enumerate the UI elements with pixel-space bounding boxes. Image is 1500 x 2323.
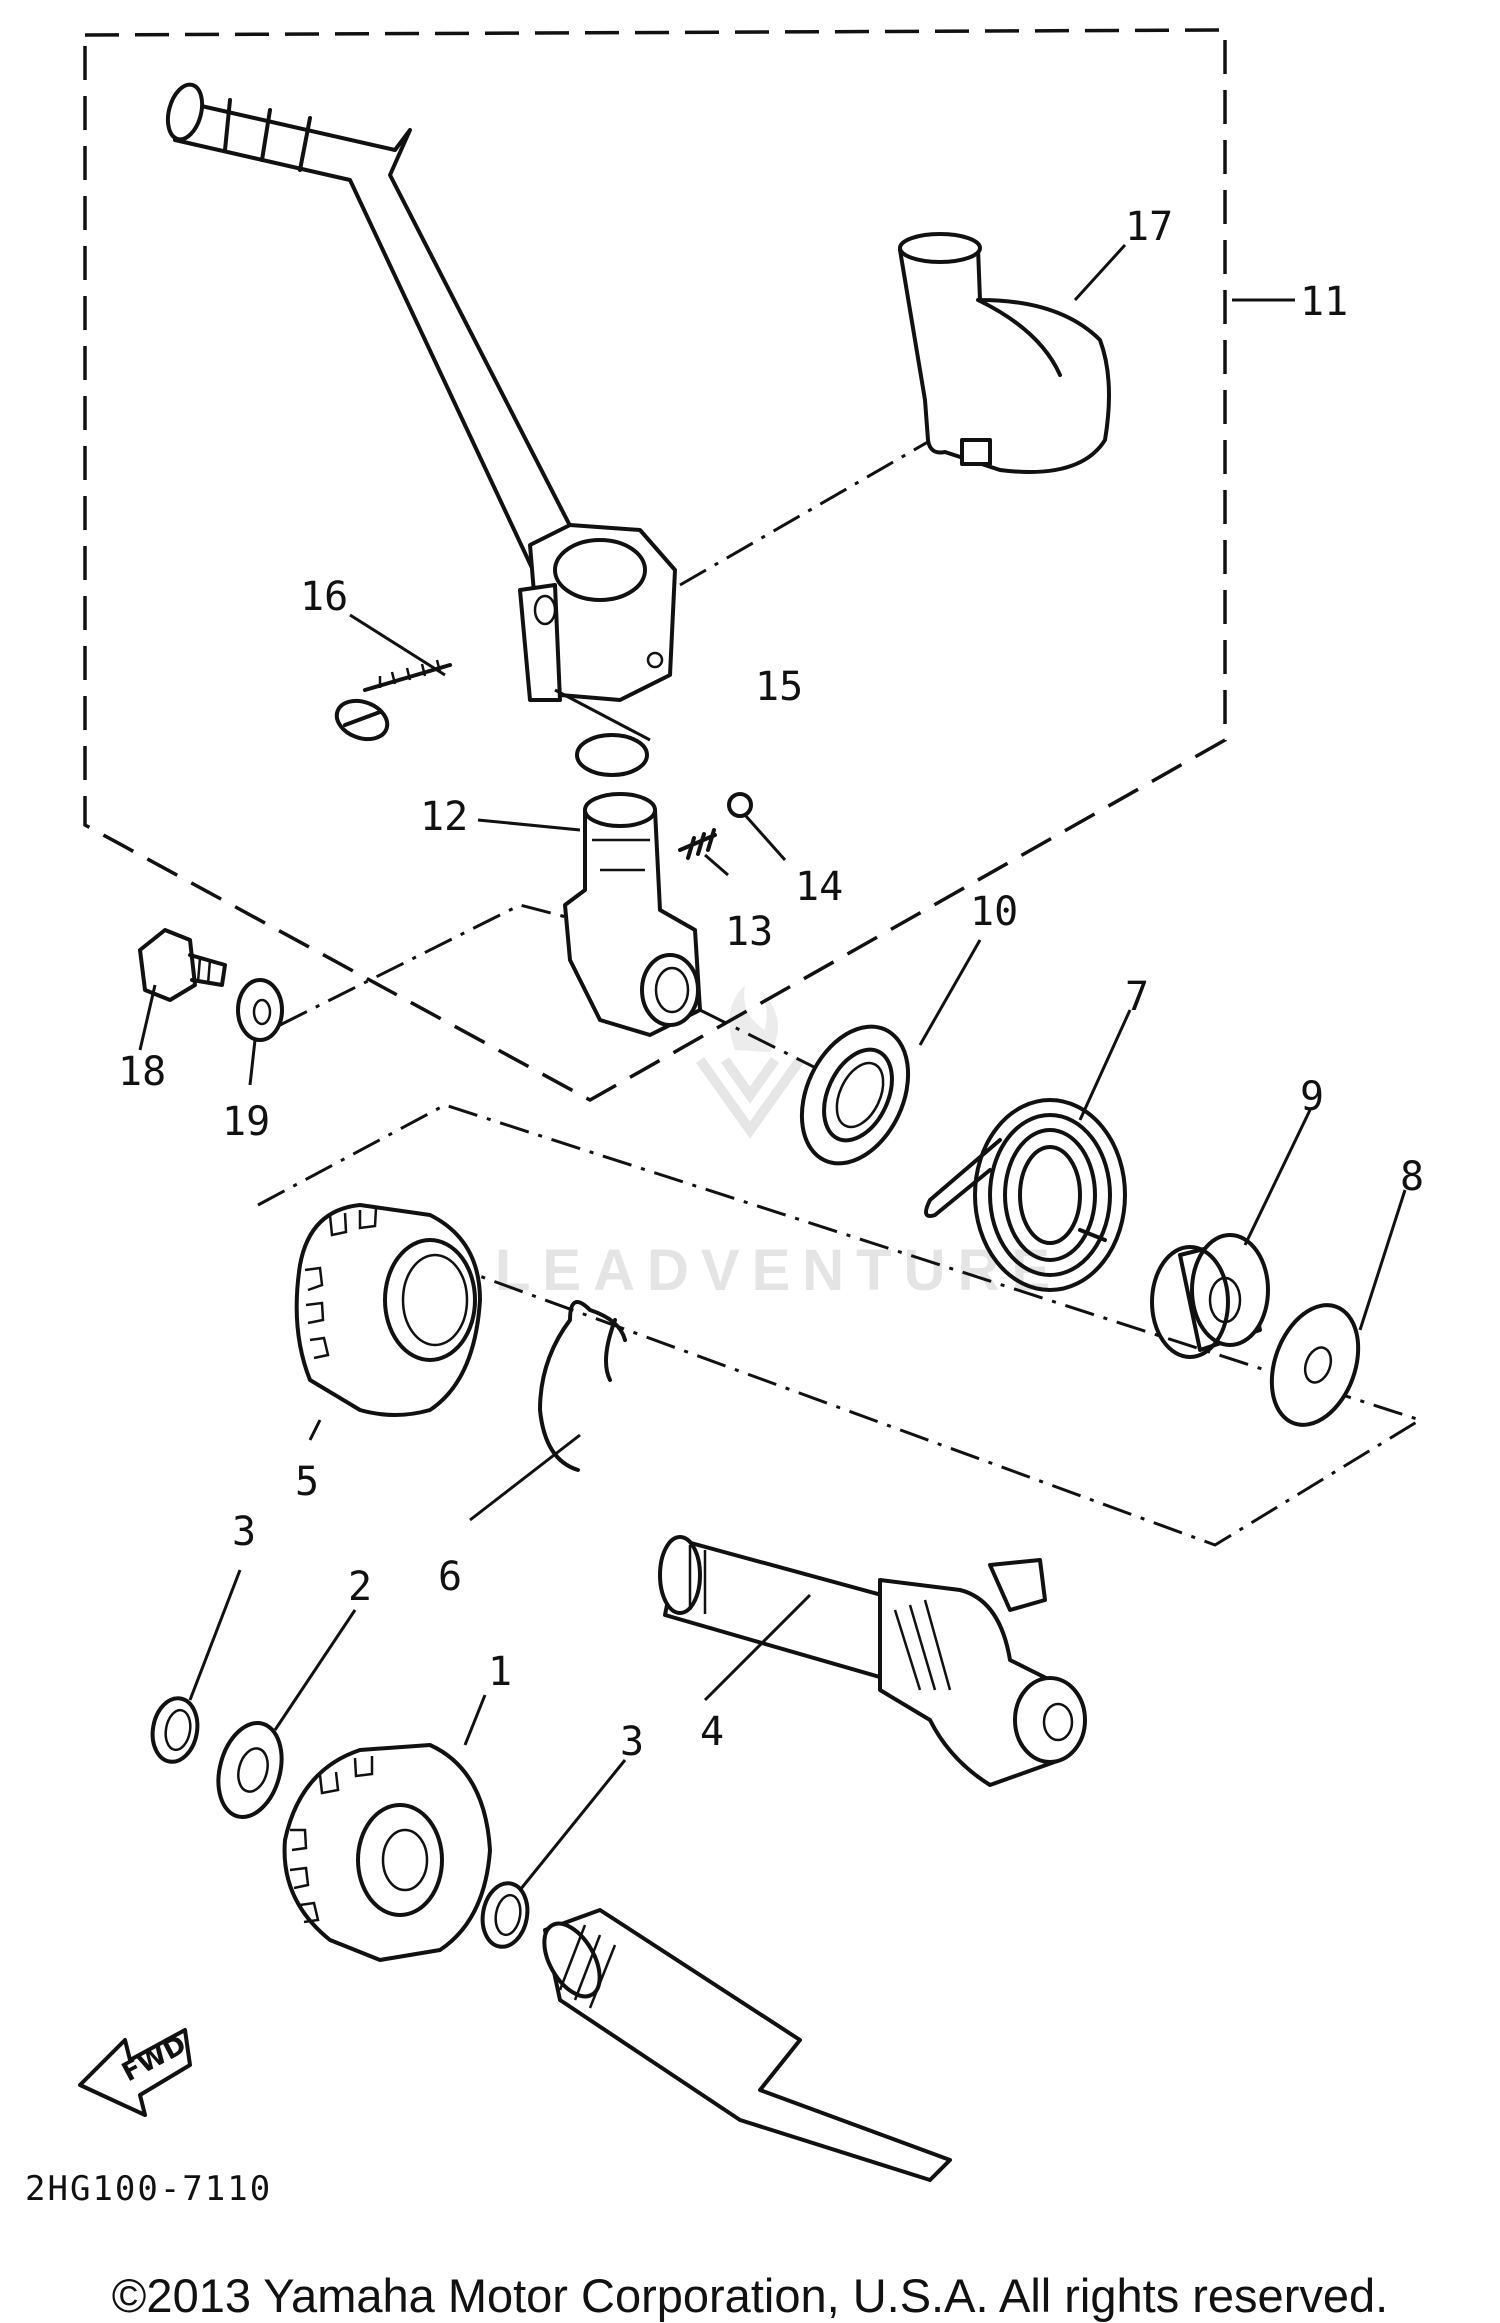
detent-ball bbox=[727, 792, 753, 818]
callout-3-upper: 3 bbox=[232, 1509, 256, 1555]
callouts: 17 11 16 15 12 13 14 10 7 9 8 18 19 5 6 … bbox=[118, 204, 1424, 1765]
callout-2: 2 bbox=[348, 1564, 372, 1610]
kick-crank bbox=[165, 82, 677, 702]
alignment-line-shaft bbox=[279, 903, 571, 1027]
callout-9: 9 bbox=[1300, 1074, 1324, 1120]
callout-15: 15 bbox=[755, 664, 803, 710]
assembly-boundary bbox=[83, 28, 1227, 1103]
callout-13: 13 bbox=[725, 909, 773, 955]
o-ring bbox=[575, 733, 649, 777]
plain-washer bbox=[1269, 1303, 1361, 1427]
alignment-line-seal bbox=[699, 1008, 821, 1072]
callout-11: 11 bbox=[1300, 279, 1348, 325]
callout-10: 10 bbox=[970, 889, 1018, 935]
alignment-line-gear bbox=[257, 1103, 1424, 1547]
callout-8: 8 bbox=[1400, 1154, 1424, 1200]
callout-18: 18 bbox=[118, 1049, 166, 1095]
ratchet-wheel-clip bbox=[538, 1300, 627, 1472]
callout-7: 7 bbox=[1125, 974, 1149, 1020]
washer bbox=[236, 978, 284, 1042]
pinch-bolt bbox=[334, 659, 452, 742]
circlip-lower bbox=[480, 1881, 530, 1949]
callout-1: 1 bbox=[488, 1649, 512, 1695]
thrust-washer bbox=[216, 1720, 284, 1820]
callout-6: 6 bbox=[438, 1554, 462, 1600]
torsion-spring bbox=[924, 1098, 1127, 1292]
oil-seal bbox=[799, 1024, 911, 1166]
diagram-code: 2HG100-7110 bbox=[25, 2169, 272, 2209]
kick-boot bbox=[898, 232, 1111, 474]
bolt bbox=[138, 928, 227, 1002]
detent-spring bbox=[678, 828, 717, 860]
callout-14: 14 bbox=[795, 864, 843, 910]
callout-16: 16 bbox=[300, 574, 348, 620]
callout-19: 19 bbox=[222, 1099, 270, 1145]
leader-lines bbox=[138, 243, 1407, 1891]
kick-shaft bbox=[658, 1535, 1087, 1787]
kick-shaft-boss bbox=[563, 792, 702, 1037]
alignment-line-crank bbox=[679, 433, 941, 587]
idle-gear bbox=[282, 1743, 492, 1962]
ratchet-wheel bbox=[294, 1203, 482, 1417]
watermark-text: LEADVENTURE bbox=[495, 1238, 1062, 1303]
callout-4: 4 bbox=[700, 1709, 724, 1755]
callout-3-lower: 3 bbox=[620, 1719, 644, 1765]
callout-17: 17 bbox=[1125, 204, 1173, 250]
collar bbox=[1150, 1233, 1270, 1359]
circlip-upper bbox=[150, 1696, 200, 1764]
callout-12: 12 bbox=[420, 794, 468, 840]
copyright-notice: ©2013 Yamaha Motor Corporation, U.S.A. A… bbox=[111, 2269, 1389, 2322]
callout-5: 5 bbox=[295, 1459, 319, 1505]
forward-arrow-icon: FWD bbox=[78, 2028, 192, 2117]
idle-shaft bbox=[542, 1908, 952, 2182]
watermark: LEADVENTURE bbox=[495, 985, 1062, 1303]
